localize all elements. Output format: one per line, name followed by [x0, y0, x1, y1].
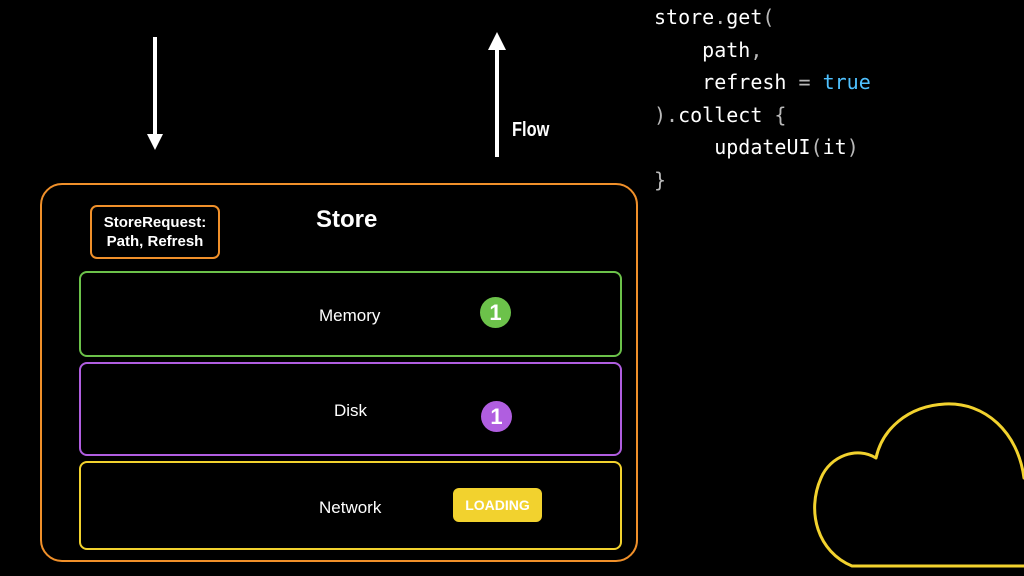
store-request-title: StoreRequest: — [103, 214, 207, 231]
code-token: path — [654, 37, 751, 62]
code-token: ( — [810, 135, 823, 159]
store-request-box: StoreRequest: Path, Refresh — [90, 205, 220, 259]
code-token: updateUI — [654, 135, 811, 159]
code-token: = — [798, 70, 811, 94]
code-token: collect — [678, 102, 775, 127]
network-layer — [79, 461, 622, 550]
code-token: , — [750, 37, 763, 62]
code-token: true — [810, 70, 871, 94]
code-token: ( — [762, 5, 775, 29]
code-line: ).collect { — [654, 99, 871, 132]
code-token: . — [666, 102, 679, 127]
disk-count-badge: 1 — [481, 401, 512, 432]
store-title: Store — [316, 206, 378, 233]
memory-label: Memory — [319, 306, 381, 325]
memory-count-badge: 1 — [480, 297, 511, 328]
store-container — [40, 183, 638, 562]
code-line: } — [654, 164, 871, 197]
arrow-up-icon — [488, 32, 506, 157]
memory-layer — [79, 271, 622, 357]
arrow-down-icon — [147, 37, 163, 150]
code-line: updateUI(it) — [654, 131, 871, 164]
code-token: ) — [846, 135, 859, 159]
code-token: } — [654, 167, 667, 192]
cloud-icon — [813, 402, 1024, 568]
code-line: path, — [654, 34, 871, 67]
code-line: store.get( — [654, 1, 871, 34]
code-token: it — [822, 135, 847, 159]
code-token: ) — [654, 102, 667, 127]
code-line: refresh = true — [654, 66, 871, 99]
store-request-params: Path, Refresh — [106, 233, 204, 250]
code-token: refresh — [654, 70, 799, 94]
code-token: get — [726, 5, 763, 29]
code-token: store — [654, 5, 715, 29]
code-token: . — [714, 5, 727, 29]
flow-label: Flow — [512, 119, 550, 141]
disk-layer — [79, 362, 622, 456]
loading-badge: LOADING — [453, 488, 542, 522]
network-label: Network — [319, 498, 382, 517]
code-token: { — [774, 102, 787, 127]
code-snippet: store.get( path, refresh = true).collect… — [654, 1, 871, 196]
disk-label: Disk — [334, 401, 368, 420]
